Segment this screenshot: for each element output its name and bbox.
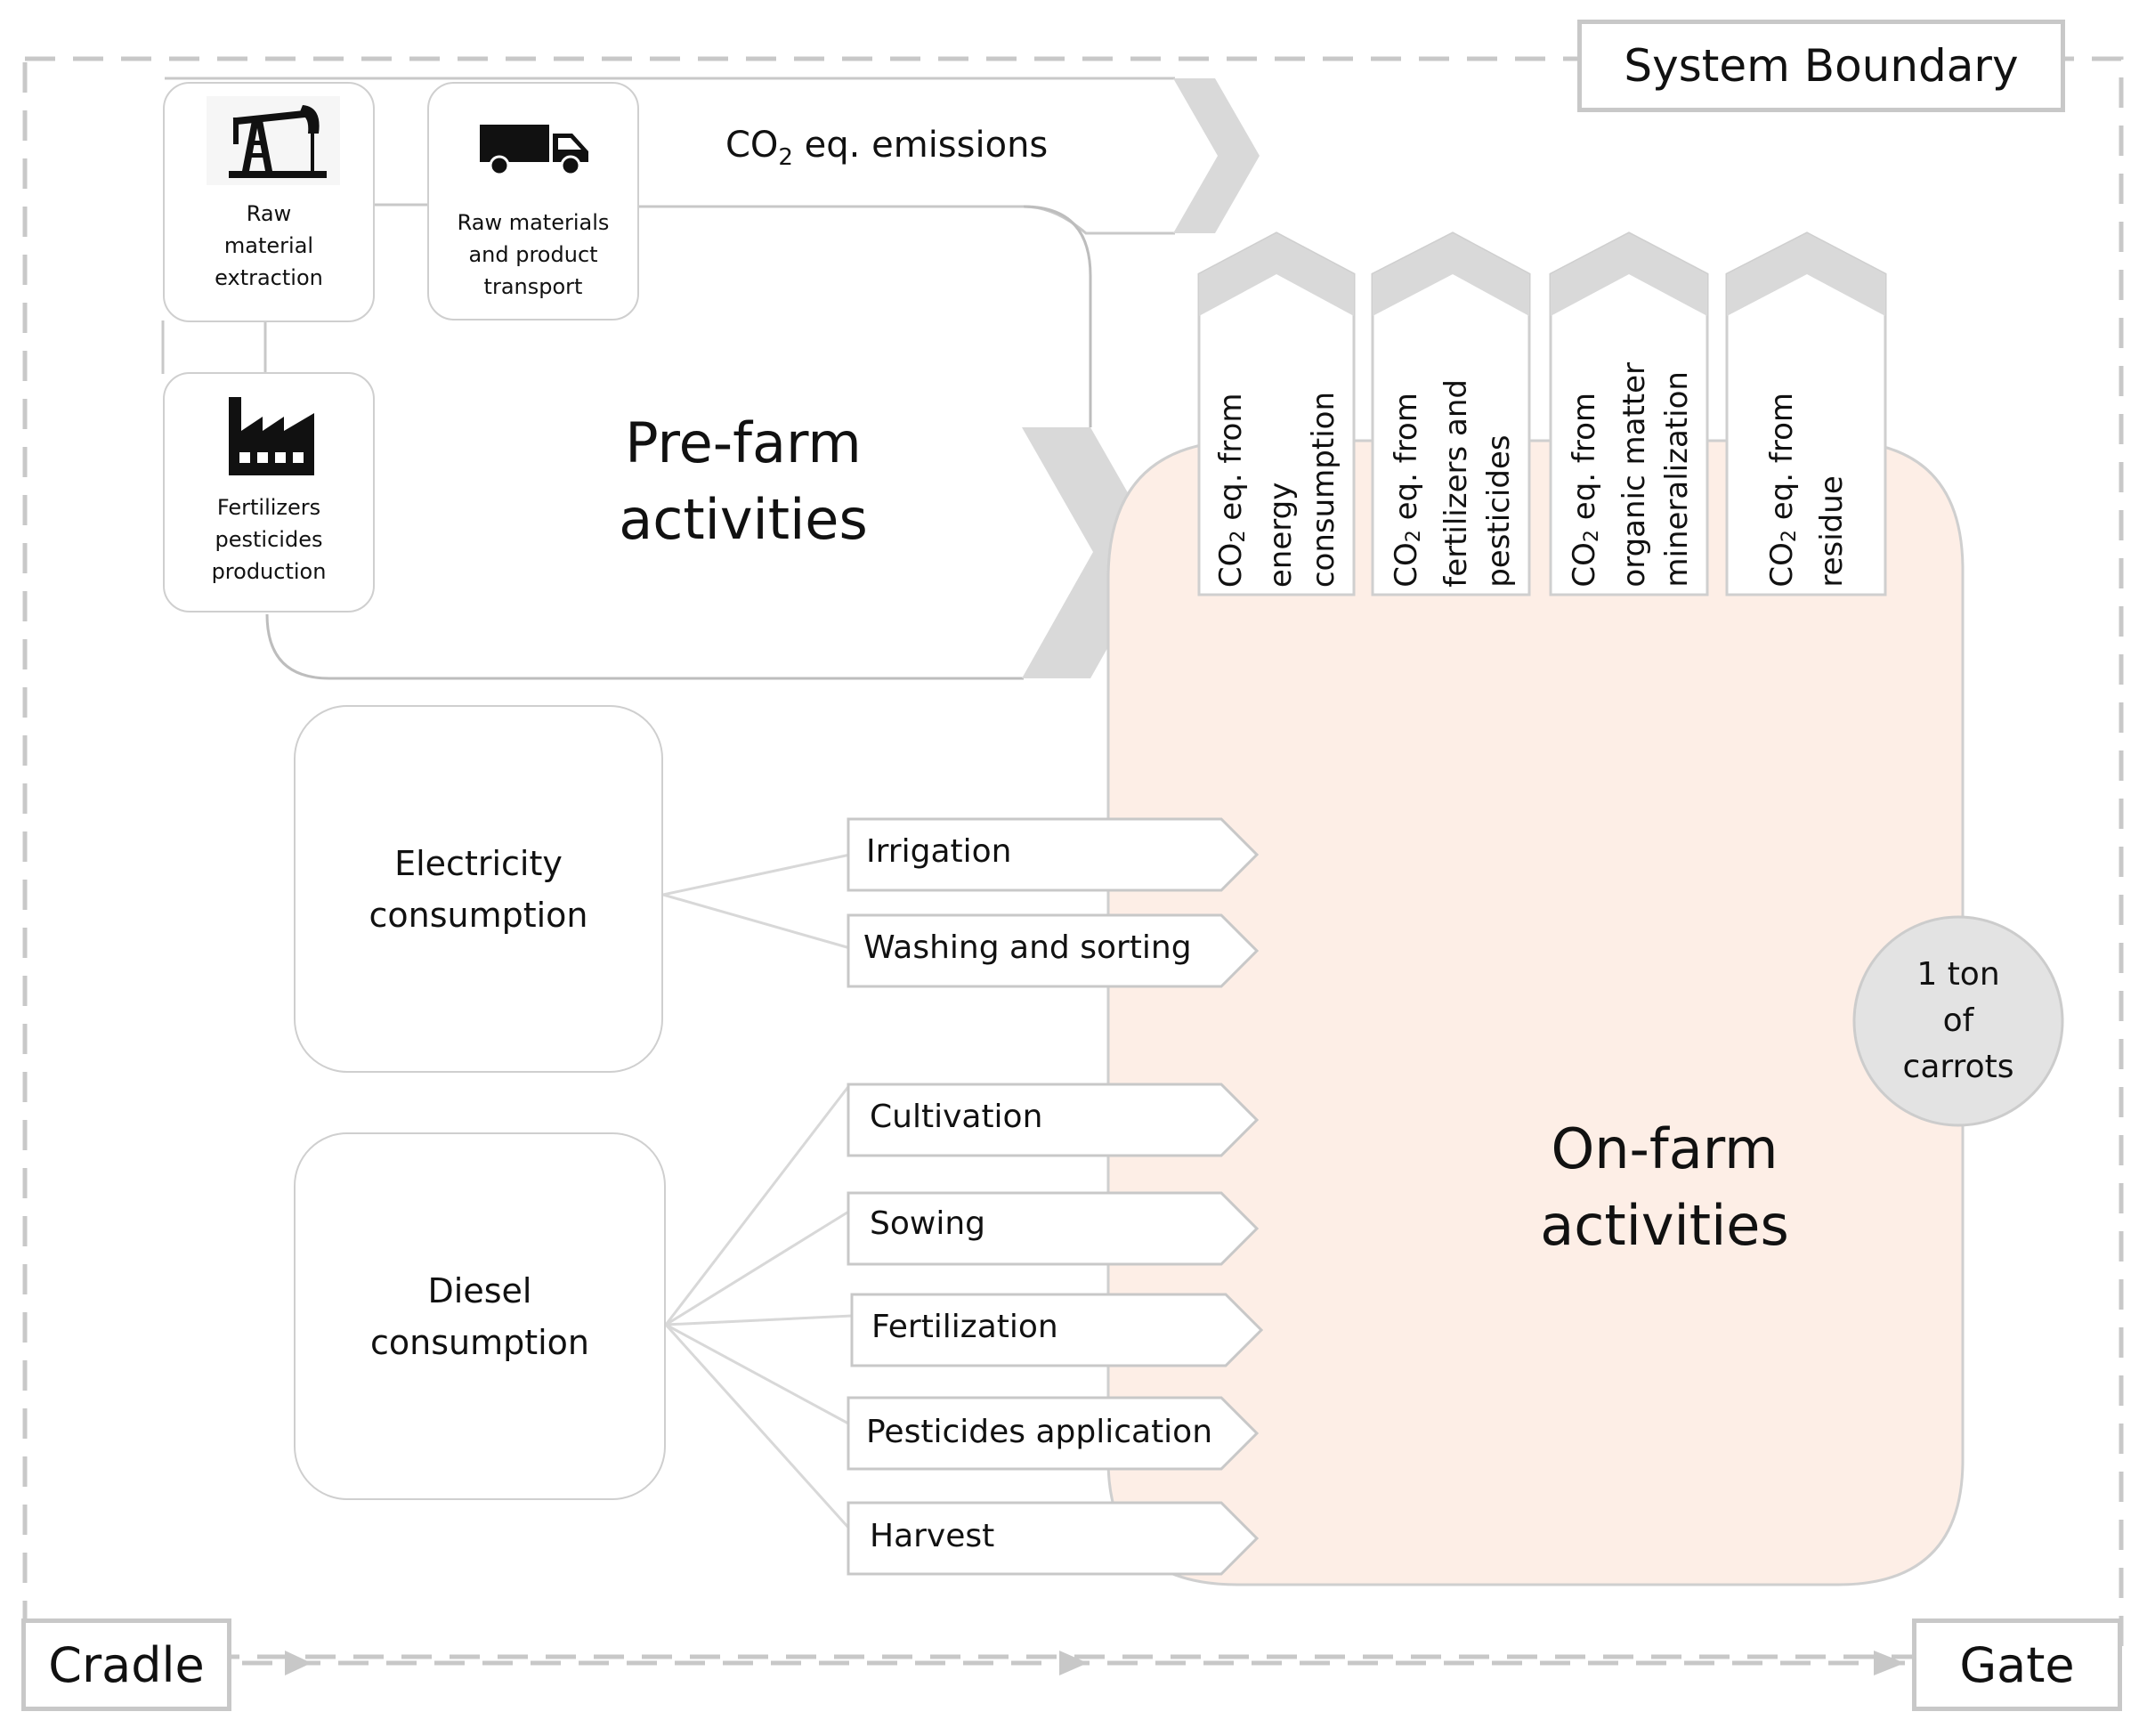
co2-label-energy-line2: energy (1262, 482, 1299, 588)
co2-arrow-fertilizers-head (1373, 233, 1529, 316)
cradle-gate-arrow-2 (1059, 1651, 1088, 1675)
pre-farm-title-line2: activities (619, 487, 868, 552)
electricity-line2: consumption (369, 895, 588, 935)
co2-label-mineralization: CO2 eq. from organic matter mineralizati… (1560, 320, 1702, 588)
co2-label-energy: CO2 eq. from energy consumption (1206, 320, 1349, 588)
co2-label-energy-line3: consumption (1305, 391, 1341, 588)
on-farm-title: On-farm activities (1478, 1111, 1851, 1264)
co2-label-fertilizers-suffix: eq. from (1389, 393, 1425, 531)
node-production-line2: pesticides (215, 527, 323, 552)
diesel-connectors (664, 1083, 853, 1531)
co2-label-energy-prefix: CO (1213, 542, 1250, 588)
oil-pump-icon (207, 96, 340, 185)
co2-label-mineralization-prefix: CO (1567, 542, 1603, 588)
activity-arrow-cultivation (847, 1083, 1260, 1157)
node-production-line3: production (211, 559, 327, 584)
pre-farm-container-outline (265, 205, 1092, 680)
activity-harvest: Harvest (870, 1518, 995, 1554)
system-boundary-label: System Boundary (1577, 20, 2065, 112)
gate-label: Gate (1912, 1618, 2122, 1711)
node-raw-materials-transport: Raw materials and product transport (427, 82, 639, 320)
node-extraction-line3: extraction (215, 265, 323, 290)
node-extraction-line1: Raw (246, 201, 292, 226)
co2-label-mineralization-line2: organic matter (1616, 362, 1652, 588)
co2-label-fertilizers-line3: pesticides (1480, 434, 1517, 588)
electricity-connectors (662, 853, 851, 950)
output-circle (1852, 915, 2064, 1127)
co2-arrow-residue-head (1727, 233, 1885, 316)
emissions-label-suffix: eq. emissions (792, 125, 1049, 166)
node-fertilizers-production: Fertilizers pesticides production (163, 372, 375, 612)
co2-label-mineralization-suffix: eq. from (1567, 393, 1603, 531)
pre-farm-title-line1: Pre-farm (625, 410, 862, 475)
node-raw-material-extraction: Raw material extraction (163, 82, 375, 322)
co2-label-residue-sub: 2 (1777, 530, 1801, 543)
activity-arrow-fertilization (850, 1293, 1264, 1367)
diesel-line1: Diesel (427, 1270, 532, 1310)
co2-label-energy-sub: 2 (1226, 530, 1250, 543)
output-label: 1 ton of carrots (1854, 917, 2062, 1125)
co2-label-residue-line2: residue (1813, 475, 1850, 588)
output-line1: 1 ton (1916, 956, 2000, 993)
on-farm-title-line1: On-farm (1551, 1116, 1778, 1181)
co2-label-residue-prefix: CO (1764, 542, 1801, 588)
node-transport-line2: and product (468, 242, 598, 267)
co2-label-fertilizers-line2: fertilizers and (1438, 379, 1474, 588)
output-line3: carrots (1902, 1049, 2014, 1085)
diesel-line2: consumption (369, 1322, 590, 1362)
co2-label-energy-suffix: eq. from (1213, 393, 1250, 531)
co2-label-residue: CO2 eq. from residue (1736, 320, 1878, 588)
on-farm-title-line2: activities (1540, 1193, 1789, 1258)
cradle-gate-arrow-1 (285, 1651, 312, 1675)
node-production-line1: Fertilizers (216, 495, 321, 520)
activity-sowing: Sowing (870, 1205, 985, 1242)
node-extraction-line2: material (223, 233, 314, 258)
co2-output-arrows (1197, 231, 1887, 596)
electricity-consumption-box: Electricity consumption (294, 705, 663, 1073)
activity-pesticides-application: Pesticides application (866, 1414, 1213, 1450)
gate-text: Gate (1959, 1636, 2075, 1693)
co2-label-fertilizers-prefix: CO (1389, 542, 1425, 588)
pre-farm-title: Pre-farm activities (552, 405, 935, 558)
node-transport-line1: Raw materials (457, 210, 610, 235)
system-boundary-text: System Boundary (1624, 40, 2019, 92)
truck-icon (480, 125, 588, 176)
activity-arrow-sowing (847, 1191, 1260, 1266)
co2-label-fertilizers: CO2 eq. from fertilizers and pesticides (1381, 320, 1524, 588)
co2-label-fertilizers-sub: 2 (1401, 530, 1425, 543)
activity-arrow-irrigation (847, 817, 1260, 892)
cradle-text: Cradle (48, 1636, 205, 1693)
activity-arrow-washing (847, 913, 1260, 988)
emissions-label-prefix: CO (725, 125, 779, 166)
system-boundary-frame (22, 56, 2124, 1659)
emissions-label: CO2 eq. emissions (725, 125, 1099, 178)
activity-arrow-harvest (847, 1501, 1260, 1576)
electricity-line1: Electricity (394, 843, 563, 883)
co2-label-mineralization-line3: mineralization (1658, 371, 1695, 588)
output-line2: of (1942, 1002, 1974, 1039)
emissions-arrow-head (1173, 78, 1260, 233)
cradle-label: Cradle (21, 1618, 231, 1711)
co2-label-mineralization-sub: 2 (1579, 530, 1603, 543)
cradle-gate-arrow-3 (1874, 1651, 1905, 1675)
activity-arrow-pesticides (847, 1396, 1260, 1471)
diesel-consumption-box: Diesel consumption (294, 1132, 666, 1500)
activity-washing-sorting: Washing and sorting (863, 929, 1192, 966)
activity-cultivation: Cultivation (870, 1099, 1043, 1135)
activity-irrigation: Irrigation (866, 833, 1012, 870)
node-transport-line3: transport (483, 274, 583, 299)
co2-label-residue-suffix: eq. from (1764, 393, 1801, 531)
factory-icon (229, 397, 314, 475)
co2-arrow-energy-head (1199, 233, 1354, 316)
co2-arrow-mineralization-head (1551, 233, 1707, 316)
emissions-label-subscript: 2 (778, 144, 793, 171)
activity-fertilization: Fertilization (871, 1309, 1058, 1345)
activity-arrows (847, 817, 1264, 1576)
